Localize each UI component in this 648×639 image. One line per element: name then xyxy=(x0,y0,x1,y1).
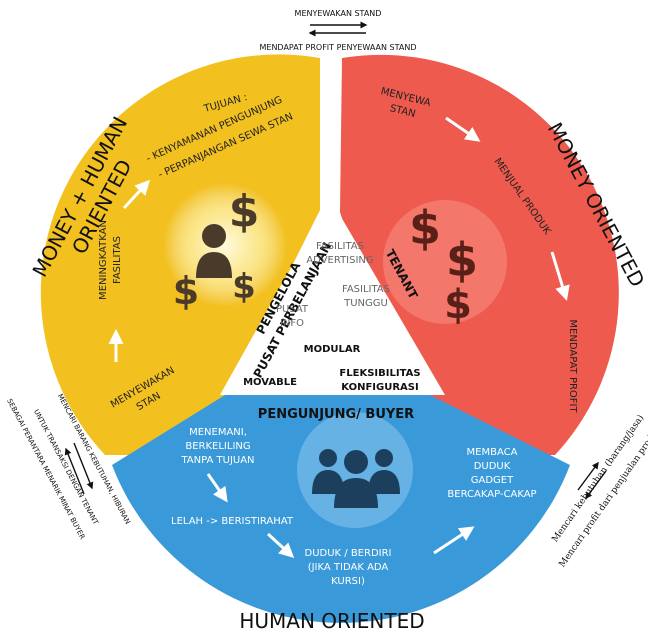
outer-label-bottom: Human Oriented xyxy=(239,609,424,633)
top-flow-upper-label: MENYEWAKAN STAND xyxy=(295,9,382,18)
dollar-signs-icon: $ $ $ xyxy=(409,201,478,328)
buyer-step-3a: DUDUK / BERDIRI xyxy=(305,548,392,559)
left-flow-arrow-up xyxy=(64,447,85,495)
tenant-glow xyxy=(383,200,507,324)
center-content: FASILITAS ADVERTISING FASILITAS TUNGGU P… xyxy=(243,241,420,393)
center-triangle xyxy=(220,198,445,395)
manager-glow xyxy=(163,183,287,307)
svg-text:$: $ xyxy=(444,282,472,328)
top-flow-lower-label: MENDAPAT PROFIT PENYEWAAN STAND xyxy=(259,43,416,52)
left-flow-arrow-down xyxy=(73,442,94,490)
svg-text:$: $ xyxy=(409,201,441,255)
buyer-step-3b: (JIKA TIDAK ADA xyxy=(308,562,389,573)
right-flow-arrow-up xyxy=(577,461,599,491)
center-info-2: INFO xyxy=(280,318,304,329)
center-movable: MOVABLE xyxy=(243,377,297,388)
buyer-content: PENGUNJUNG/ BUYER MENEMANI, BERKELILING … xyxy=(171,407,537,587)
svg-text:$: $ xyxy=(173,269,199,313)
buyer-step-1c: TANPA TUJUAN xyxy=(180,455,254,466)
center-fac-adv-1: FASILITAS xyxy=(316,241,364,252)
buyer-step-4d: BERCAKAP-CAKAP xyxy=(447,489,536,500)
center-flex-2: KONFIGURASI xyxy=(341,382,418,393)
center-fac-wait-2: TUNGGU xyxy=(343,298,388,309)
svg-text:$: $ xyxy=(446,233,478,287)
center-flex-1: FLEKSIBILITAS xyxy=(339,368,420,379)
manager-money-icon: $ $ $ xyxy=(173,186,260,313)
manager-step-improve-1: MENINGKATKAN xyxy=(98,220,109,300)
tenant-arrow-to-profit xyxy=(550,251,570,301)
center-fac-adv-2: ADVERTISING xyxy=(306,255,373,266)
manager-arrow-to-goal xyxy=(122,179,151,210)
svg-text:$: $ xyxy=(232,267,256,307)
buyer-arrow-to-activity xyxy=(433,526,475,555)
right-flow-arrow-down xyxy=(585,470,607,500)
right-flow-line-2: Mencari profit dari penjualan produk xyxy=(557,424,648,570)
manager-step-improve-2: FASILITAS xyxy=(112,236,123,284)
center-fac-wait-1: FASILITAS xyxy=(342,284,390,295)
top-flow: MENYEWAKAN STAND MENDAPAT PROFIT PENYEWA… xyxy=(259,9,416,52)
svg-text:$: $ xyxy=(229,186,260,237)
buyer-step-4a: MEMBACA xyxy=(467,447,518,458)
buyer-step-2: LELAH -> BERISTIRAHAT xyxy=(171,516,294,527)
tenant-arrow-to-sell xyxy=(445,116,481,142)
buyer-role: PENGUNJUNG/ BUYER xyxy=(258,407,414,422)
buyer-arrow-to-sit xyxy=(266,532,295,559)
buyer-step-1a: MENEMANI, xyxy=(189,427,247,438)
center-info-1: PUSAT xyxy=(276,304,309,315)
buyer-step-4b: DUDUK xyxy=(474,461,511,472)
buyer-step-3c: KURSI) xyxy=(331,576,365,587)
buyer-step-4c: GADGET xyxy=(471,475,514,486)
center-modular: MODULAR xyxy=(304,344,361,355)
group-people-icon xyxy=(312,449,400,508)
buyer-arrow-to-rest xyxy=(206,473,228,503)
tenant-step-3: MENDAPAT PROFIT xyxy=(567,319,578,413)
buyer-step-1b: BERKELILING xyxy=(185,441,250,452)
